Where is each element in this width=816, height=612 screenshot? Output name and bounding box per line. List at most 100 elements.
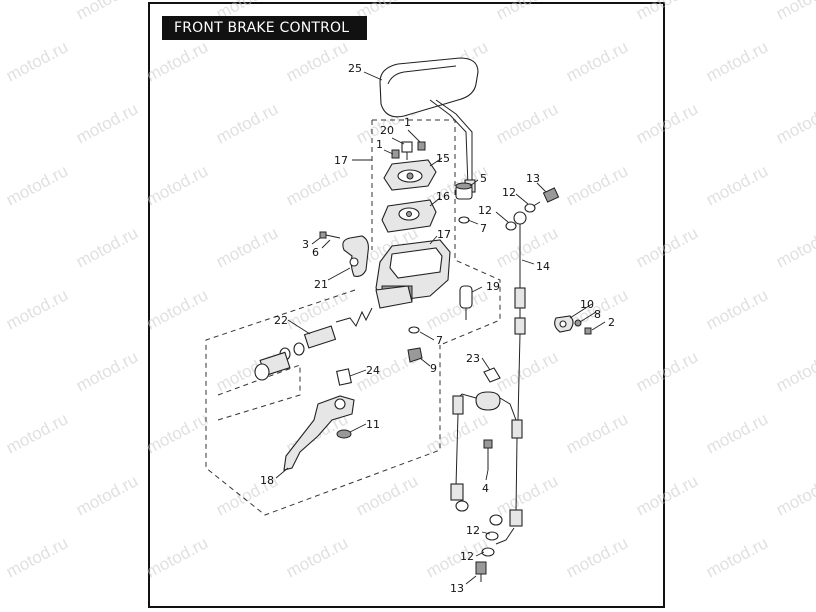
watermark-text: motod.ru <box>3 533 71 581</box>
label-2: 2 <box>608 316 615 329</box>
watermark-text: motod.ru <box>493 0 561 24</box>
label-7-lower: 7 <box>436 334 443 347</box>
watermark-text: motod.ru <box>283 285 351 333</box>
label-12-top: 12 <box>502 186 516 199</box>
group-outline-17 <box>372 119 501 346</box>
part-9-nut <box>407 347 423 363</box>
watermark-text: motod.ru <box>213 223 281 271</box>
label-10: 10 <box>580 298 594 311</box>
watermark-text: motod.ru <box>703 37 771 85</box>
part-19-switch <box>459 285 473 320</box>
part-13-banjo-bolt-bottom <box>475 561 487 582</box>
watermark-text: motod.ru <box>3 409 71 457</box>
part-7-washer <box>408 216 470 334</box>
group-outline-22 <box>205 289 441 516</box>
label-23: 23 <box>466 352 480 365</box>
watermark-text: motod.ru <box>0 223 1 271</box>
label-19: 19 <box>486 280 500 293</box>
watermark-text: motod.ru <box>493 223 561 271</box>
part-12-washer <box>505 203 536 231</box>
watermark-text: motod.ru <box>0 99 1 147</box>
watermark-text: motod.ru <box>563 533 631 581</box>
label-12-lower-a: 12 <box>466 524 480 537</box>
label-4: 4 <box>482 482 489 495</box>
watermark-text: motod.ru <box>353 471 421 519</box>
watermark-text: motod.ru <box>703 285 771 333</box>
label-21: 21 <box>314 278 328 291</box>
label-14: 14 <box>536 260 550 273</box>
label-1-upper: 1 <box>404 116 411 129</box>
label-7-upper: 7 <box>480 222 487 235</box>
part-2-screw <box>584 327 592 335</box>
part-20-screw <box>401 141 413 160</box>
watermark-text: motod.ru <box>773 99 816 147</box>
label-25: 25 <box>348 62 362 75</box>
watermark-text: motod.ru <box>73 471 141 519</box>
part-8-washer <box>574 319 582 327</box>
watermark-text: motod.ru <box>563 161 631 209</box>
part-17-master-cylinder <box>375 239 451 309</box>
watermark-text: motod.ru <box>493 347 561 395</box>
watermark-text: motod.ru <box>493 471 561 519</box>
part-24-pivot <box>336 368 352 386</box>
part-11-bushing <box>336 429 352 439</box>
part-16-diaphragm <box>381 199 437 233</box>
label-17-upper: 17 <box>334 154 348 167</box>
label-9: 9 <box>430 362 437 375</box>
label-8: 8 <box>594 308 601 321</box>
watermark-text: motod.ru <box>563 409 631 457</box>
label-17-lower: 17 <box>437 228 451 241</box>
part-5-boot <box>455 182 473 200</box>
label-18: 18 <box>260 474 274 487</box>
watermark-text: motod.ru <box>73 99 141 147</box>
part-18-lever <box>283 395 355 471</box>
label-16: 16 <box>436 190 450 203</box>
label-12-mid: 12 <box>478 204 492 217</box>
watermark-text: motod.ru <box>773 347 816 395</box>
part-10-banjo <box>554 315 574 333</box>
diagram-title: FRONT BRAKE CONTROL <box>162 16 367 40</box>
watermark-text: motod.ru <box>773 223 816 271</box>
part-14-brake-line <box>513 211 527 421</box>
watermark-text: motod.ru <box>493 99 561 147</box>
watermark-text: motod.ru <box>703 409 771 457</box>
label-22: 22 <box>274 314 288 327</box>
watermark-text: motod.ru <box>563 37 631 85</box>
label-11: 11 <box>366 418 380 431</box>
watermark-text: motod.ru <box>3 285 71 333</box>
label-13-bottom: 13 <box>450 582 464 595</box>
watermark-text: motod.ru <box>73 223 141 271</box>
label-6: 6 <box>312 246 319 259</box>
watermark-text: motod.ru <box>283 161 351 209</box>
leader-lines <box>275 71 606 585</box>
watermark-text: motod.ru <box>0 347 1 395</box>
part-number-labels: 25 20 1 1 17 15 5 16 12 7 12 13 14 3 6 1… <box>260 62 615 595</box>
watermark-text: motod.ru <box>143 161 211 209</box>
watermark-text: motod.ru <box>143 409 211 457</box>
watermark-text: motod.ru <box>73 347 141 395</box>
watermark-text: motod.ru <box>3 161 71 209</box>
watermark-text: motod.ru <box>283 37 351 85</box>
watermark-text: motod.ru <box>633 471 701 519</box>
watermark-text: motod.ru <box>0 471 1 519</box>
label-20: 20 <box>380 124 394 137</box>
watermark-text: motod.ru <box>0 0 1 24</box>
watermark-text: motod.ru <box>633 0 701 24</box>
label-1-lower: 1 <box>376 138 383 151</box>
part-3-screw <box>319 231 341 239</box>
watermark-text: motod.ru <box>143 285 211 333</box>
watermark-text: motod.ru <box>703 161 771 209</box>
part-15-cover <box>383 159 437 191</box>
watermark-text: motod.ru <box>143 533 211 581</box>
part-23-bracket <box>455 367 517 421</box>
watermark-text: motod.ru <box>3 37 71 85</box>
label-15: 15 <box>436 152 450 165</box>
label-13-top: 13 <box>526 172 540 185</box>
group-outline-22-inner <box>217 364 301 421</box>
part-lower-brake-lines <box>450 395 523 545</box>
part-22-piston-assembly <box>254 307 373 381</box>
watermark-text: motod.ru <box>633 99 701 147</box>
watermark-text: motod.ru <box>283 533 351 581</box>
